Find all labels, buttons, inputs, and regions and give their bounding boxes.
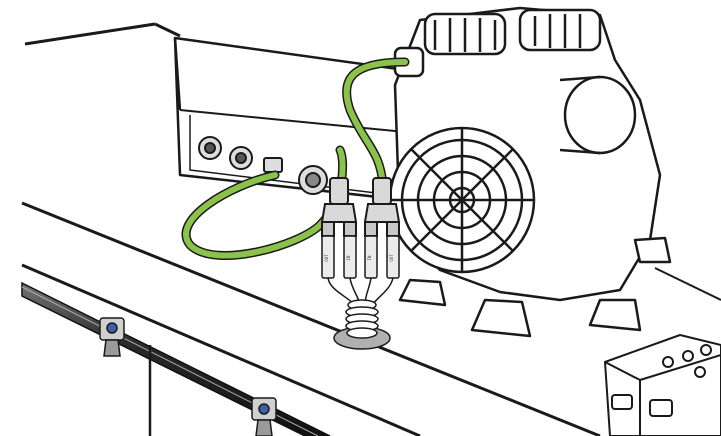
quick-connector: IN bbox=[344, 236, 356, 278]
cable-gland bbox=[199, 137, 221, 159]
quick-connector: OUT bbox=[322, 236, 334, 278]
quick-connector: OUT bbox=[387, 236, 399, 278]
connector-label: IN bbox=[346, 255, 351, 260]
cable-grommet bbox=[334, 300, 390, 349]
pipe-clamp-icon bbox=[252, 398, 276, 436]
cable-gland bbox=[230, 147, 252, 169]
cable-gland bbox=[264, 158, 282, 172]
cable-gland bbox=[299, 166, 327, 194]
connector-label: IN bbox=[367, 255, 372, 260]
pipe-clamp-icon bbox=[100, 318, 124, 356]
quick-connector: IN bbox=[365, 236, 377, 278]
pipe-rail bbox=[22, 283, 330, 436]
cooling-fan-icon bbox=[390, 128, 534, 272]
control-box-icon bbox=[605, 335, 721, 436]
connector-label: OUT bbox=[389, 254, 394, 262]
connector-label: OUT bbox=[324, 254, 329, 262]
